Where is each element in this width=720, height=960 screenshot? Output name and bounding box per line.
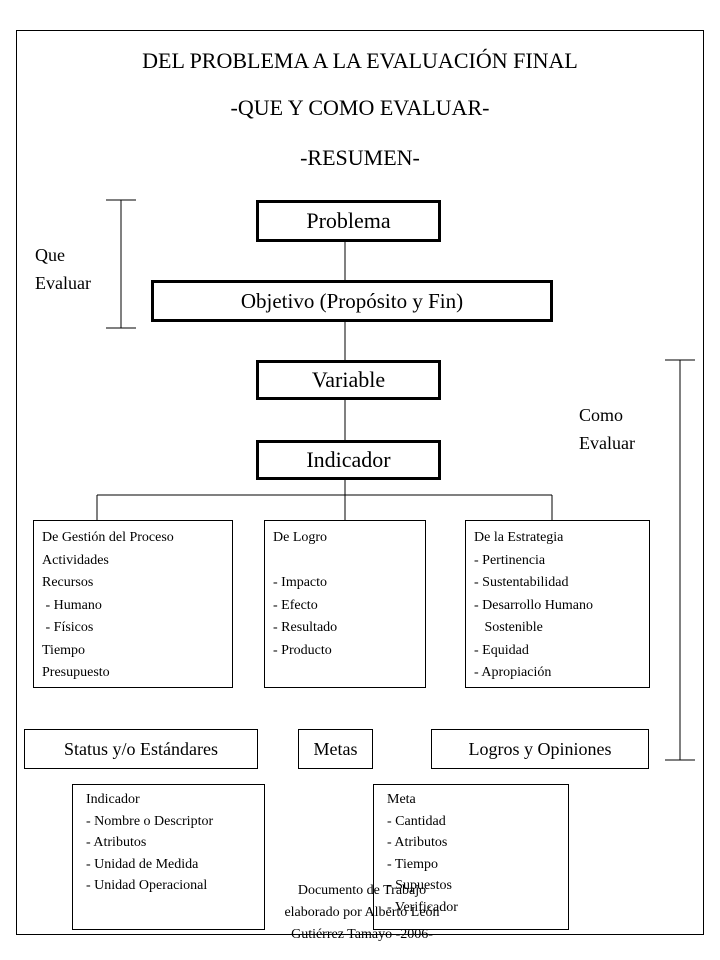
- title-line-3: -RESUMEN-: [300, 145, 420, 170]
- como-label-line-1: Como: [579, 405, 624, 425]
- note-meta-item: - Atributos: [387, 835, 448, 850]
- standard-status: Status y/o Estándares: [24, 729, 258, 769]
- category-estrategia-item: - Apropiación: [474, 665, 552, 680]
- category-logro-title: De Logro: [273, 530, 328, 545]
- node-variable: Variable: [256, 360, 441, 400]
- category-gestion-item: - Humano: [42, 597, 102, 613]
- category-logro-item: - Efecto: [273, 597, 318, 613]
- footer-line-2: elaborado por Alberto León: [284, 905, 440, 920]
- category-logro-item: - Resultado: [273, 620, 338, 635]
- note-meta-item: - Cantidad: [387, 813, 446, 829]
- category-logro-item: - Impacto: [273, 575, 328, 590]
- category-logro-item: - Producto: [273, 642, 332, 658]
- que-evaluar-label: Que Evaluar: [35, 241, 91, 297]
- note-indicador: Indicador - Nombre o Descriptor - Atribu…: [72, 784, 265, 930]
- category-estrategia-item: - Equidad: [474, 642, 529, 658]
- note-indicador-title: Indicador: [86, 792, 140, 807]
- note-meta-item: - Tiempo: [387, 856, 438, 872]
- footer-credit: Documento de Trabajo elaborado por Alber…: [232, 880, 492, 946]
- page-frame: [16, 30, 704, 935]
- note-indicador-item: - Unidad de Medida: [86, 856, 199, 872]
- category-estrategia-item: - Sustentabilidad: [474, 575, 569, 590]
- node-indicador: Indicador: [256, 440, 441, 480]
- category-logro-item: [273, 550, 417, 573]
- title-line-2: -QUE Y COMO EVALUAR-: [230, 95, 490, 120]
- que-label-line-2: Evaluar: [35, 273, 91, 293]
- note-meta: Meta - Cantidad - Atributos - Tiempo - S…: [373, 784, 569, 930]
- category-gestion-item: Presupuesto: [42, 665, 110, 680]
- note-indicador-item: - Atributos: [86, 835, 147, 850]
- standard-metas: Metas: [298, 729, 373, 769]
- note-meta-item: - Supuestos: [387, 878, 452, 893]
- category-estrategia-item: - Desarrollo Humano: [474, 597, 593, 613]
- note-meta-item: - Verificador: [387, 899, 458, 915]
- category-estrategia-item: Sostenible: [474, 620, 543, 635]
- category-gestion-item: Actividades: [42, 552, 109, 568]
- title-line-1: DEL PROBLEMA A LA EVALUACIÓN FINAL: [142, 48, 578, 73]
- category-logro: De Logro - Impacto - Efecto - Resultado …: [264, 520, 426, 688]
- footer-line-1: Documento de Trabajo: [297, 883, 427, 898]
- node-problema: Problema: [256, 200, 441, 242]
- footer-line-3: Gutiérrez Tamayo -2006-: [291, 927, 433, 942]
- category-gestion-item: Tiempo: [42, 642, 86, 658]
- category-estrategia-title: De la Estrategia: [474, 530, 564, 545]
- que-label-line-1: Que: [35, 245, 65, 265]
- node-objetivo: Objetivo (Propósito y Fin): [151, 280, 553, 322]
- category-gestion-title: De Gestión del Proceso: [42, 530, 174, 545]
- como-evaluar-label: Como Evaluar: [579, 401, 635, 457]
- note-meta-title: Meta: [387, 792, 416, 807]
- category-gestion-item: Recursos: [42, 575, 94, 590]
- category-estrategia-item: - Pertinencia: [474, 552, 546, 568]
- note-indicador-item: - Nombre o Descriptor: [86, 813, 214, 829]
- category-estrategia: De la Estrategia - Pertinencia - Sustent…: [465, 520, 650, 688]
- category-gestion-item: - Físicos: [42, 620, 94, 635]
- como-label-line-2: Evaluar: [579, 433, 635, 453]
- note-indicador-item: - Unidad Operacional: [86, 878, 208, 893]
- category-gestion: De Gestión del Proceso Actividades Recur…: [33, 520, 233, 688]
- standard-logros: Logros y Opiniones: [431, 729, 649, 769]
